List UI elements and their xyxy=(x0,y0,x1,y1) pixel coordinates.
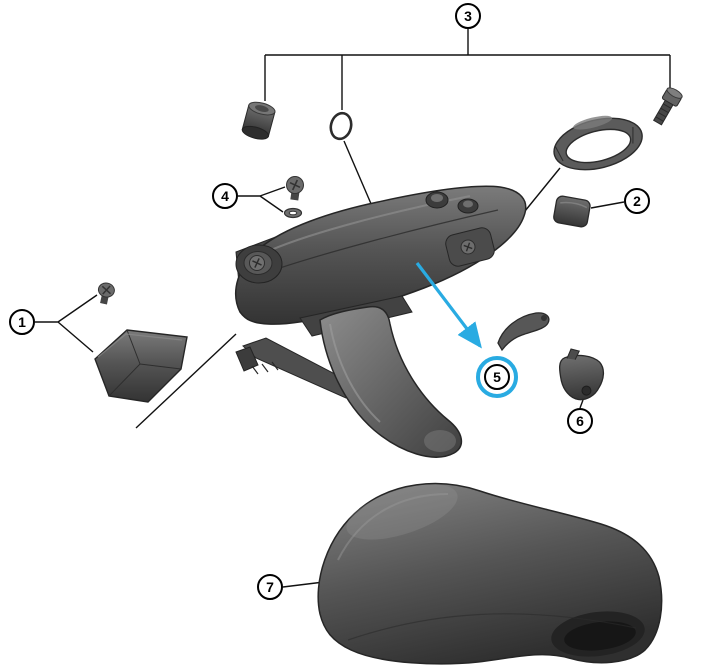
part-bleed-screw xyxy=(241,101,276,140)
leader-lines xyxy=(35,29,671,588)
callout-1[interactable]: 1 xyxy=(9,309,35,335)
callout-6[interactable]: 6 xyxy=(567,408,593,434)
part-washer-4 xyxy=(283,207,303,219)
callout-5-highlight-ring xyxy=(476,356,518,398)
callout-4[interactable]: 4 xyxy=(212,183,238,209)
part-o-ring xyxy=(329,111,353,141)
part-clamp-band xyxy=(553,115,643,171)
part-bracket-hood xyxy=(317,482,663,665)
callout-3[interactable]: 3 xyxy=(455,3,481,29)
callout-4-label: 4 xyxy=(221,188,229,204)
callout-5-label: 5 xyxy=(493,369,501,385)
main-lever-body xyxy=(235,185,527,399)
callout-6-label: 6 xyxy=(576,413,584,429)
part-screw-4 xyxy=(286,176,304,201)
part-lever-cover xyxy=(94,329,188,403)
callout-7-label: 7 xyxy=(266,579,274,595)
callout-5[interactable]: 5 xyxy=(484,364,510,390)
part-switch-unit xyxy=(559,348,605,401)
part-name-plate xyxy=(553,195,591,228)
callout-3-label: 3 xyxy=(464,8,472,24)
callout-2-label: 2 xyxy=(633,193,641,209)
callout-2[interactable]: 2 xyxy=(624,188,650,214)
callout-1-label: 1 xyxy=(18,314,26,330)
part-release-lever xyxy=(497,312,550,352)
part-screw-1 xyxy=(97,282,115,305)
brake-lever-blade xyxy=(319,305,463,458)
highlight-arrow xyxy=(415,262,482,349)
part-clamp-screw xyxy=(652,87,683,126)
callout-7[interactable]: 7 xyxy=(257,574,283,600)
